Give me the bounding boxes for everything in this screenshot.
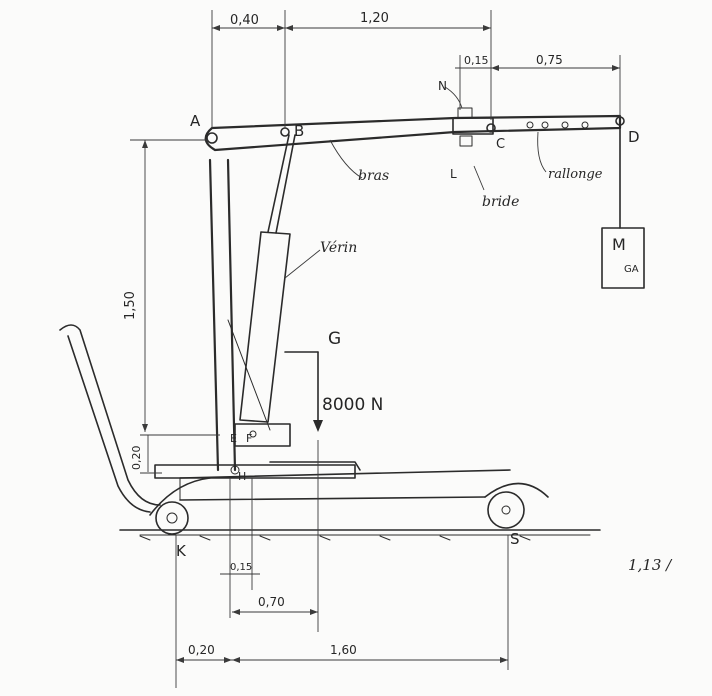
point-k: K	[176, 542, 187, 560]
dim-hs: 1,60	[330, 643, 357, 657]
point-e: E	[230, 432, 237, 445]
ground	[119, 529, 601, 541]
point-b: B	[294, 122, 304, 140]
point-s: S	[510, 530, 520, 548]
label-rallonge: rallonge	[548, 167, 603, 182]
wheel-k	[155, 501, 189, 535]
mast	[208, 158, 291, 475]
dim-hg: 0,70	[258, 595, 285, 609]
point-a: A	[190, 112, 201, 130]
arm	[204, 107, 625, 152]
point-f: F	[246, 432, 252, 445]
chassis	[59, 324, 549, 516]
dim-cd: 0,75	[536, 53, 563, 67]
force-arrow	[284, 351, 323, 432]
point-g: G	[328, 329, 341, 349]
leaders	[284, 86, 547, 279]
label-bride: bride	[482, 194, 519, 210]
dim-kh: 0,20	[188, 643, 215, 657]
label-verin: Vérin	[320, 240, 357, 256]
point-c: C	[496, 137, 505, 152]
dim-base: 0,20	[130, 446, 143, 471]
point-h: H	[238, 470, 246, 483]
dim-ef: 0,15	[230, 562, 252, 573]
wheel-s	[487, 491, 525, 529]
dim-nc: 0,15	[464, 54, 489, 67]
dimension-lines	[130, 10, 621, 688]
label-force: 8000 N	[322, 395, 383, 415]
label-bras: bras	[358, 168, 389, 184]
dim-bc: 1,20	[360, 11, 389, 26]
label-note: 1,13 /	[628, 556, 673, 574]
dim-height: 1,50	[123, 291, 138, 320]
point-d: D	[628, 128, 640, 146]
point-m: M	[612, 235, 626, 254]
point-ga: GA	[624, 264, 639, 275]
point-n: N	[438, 79, 447, 93]
dim-ab: 0,40	[230, 13, 259, 28]
load	[601, 124, 645, 289]
point-l: L	[450, 167, 457, 181]
jack	[239, 134, 296, 423]
